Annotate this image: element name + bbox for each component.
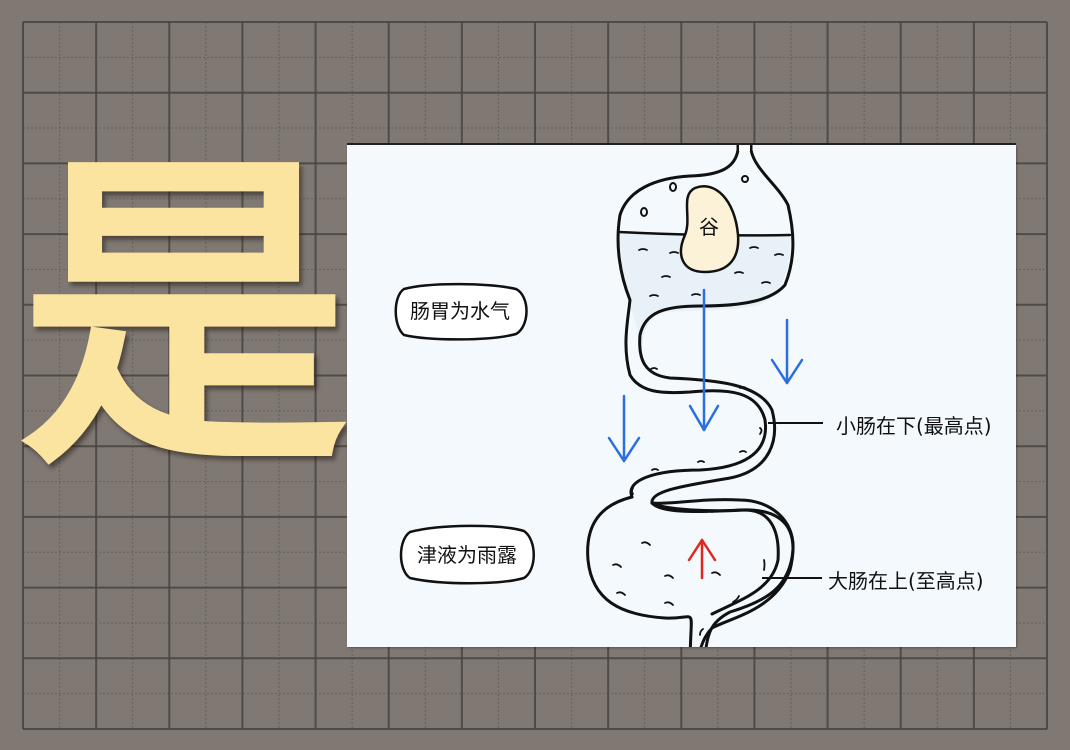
bubble-text: 津液为雨露 bbox=[417, 543, 517, 567]
callout-lines bbox=[762, 422, 823, 579]
water-ripples bbox=[612, 246, 784, 636]
upward-arrow bbox=[687, 538, 717, 580]
bubble-fluids-rain-dew: 津液为雨露 bbox=[399, 524, 535, 585]
grain-label: 谷 bbox=[699, 215, 719, 239]
digestive-diagram: 谷 bbox=[394, 145, 992, 647]
arrow-down-icon bbox=[688, 288, 720, 432]
bubble-text: 肠胃为水气 bbox=[410, 299, 510, 323]
diagram-card: 谷 bbox=[347, 145, 1016, 647]
title-character: 是 bbox=[19, 121, 349, 509]
grain-illustration: 谷 bbox=[679, 185, 740, 274]
air-bubbles bbox=[640, 175, 749, 217]
arrow-down-icon bbox=[607, 394, 641, 463]
arrow-up-icon bbox=[687, 538, 717, 580]
arrow-down-icon bbox=[770, 318, 804, 385]
large-intestine-label: 大肠在上(至高点) bbox=[828, 569, 984, 593]
small-intestine-label: 小肠在下(最高点) bbox=[836, 414, 992, 438]
bubble-stomach-water-qi: 肠胃为水气 bbox=[394, 282, 528, 341]
downward-arrows bbox=[607, 288, 804, 463]
